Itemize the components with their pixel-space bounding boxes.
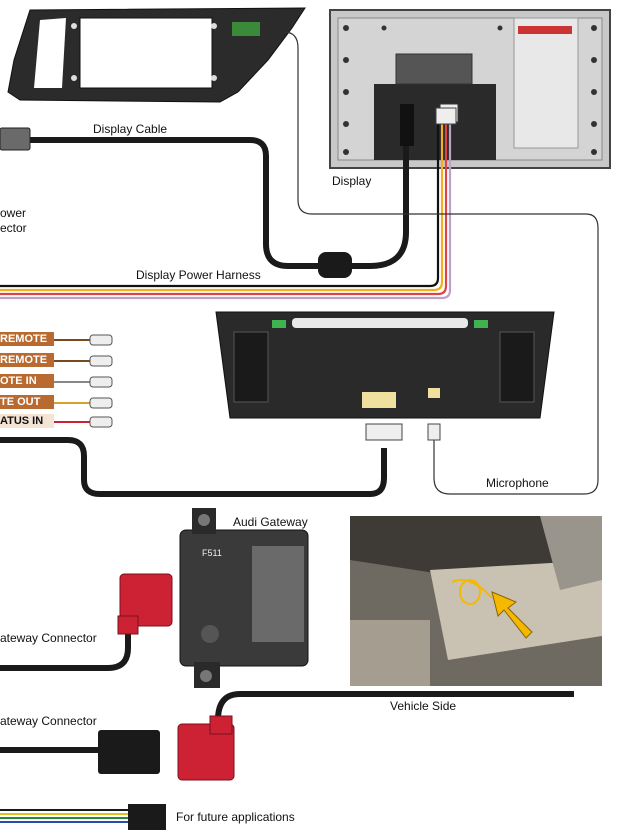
wire-label-remote-1: REMOTE xyxy=(0,332,54,346)
microphone-wire xyxy=(283,31,599,495)
display-label: Display xyxy=(332,174,372,188)
future-applications-wires xyxy=(0,804,166,830)
gateway-connector-label-2: ateway Connector xyxy=(0,714,97,728)
arrow-icon xyxy=(491,591,533,639)
display-power-harness-label: Display Power Harness xyxy=(136,268,261,282)
vehicle-side-cable xyxy=(0,691,574,753)
dashboard-bezel xyxy=(7,7,306,103)
display-cable-label: Display Cable xyxy=(93,122,168,136)
head-unit xyxy=(215,311,555,419)
display-cable xyxy=(12,137,409,269)
wire-label-remote-in: OTE IN xyxy=(0,374,54,388)
audi-gateway-module xyxy=(179,508,309,688)
display-unit xyxy=(329,9,611,169)
ferrite-core xyxy=(318,252,352,278)
display-cable-connector xyxy=(0,127,31,151)
power-connector-label-1: ower xyxy=(0,206,27,220)
head-unit-harness-cable xyxy=(0,437,387,497)
wire-label-remote-2: REMOTE xyxy=(0,353,54,367)
microphone-connector xyxy=(427,423,441,441)
microphone-label: Microphone xyxy=(486,476,549,490)
vehicle-photo xyxy=(350,516,602,686)
power-connector-label-2: ector xyxy=(0,221,27,235)
gateway-connector-2 xyxy=(98,715,235,781)
vehicle-side-label: Vehicle Side xyxy=(390,699,457,713)
power-harness-connector xyxy=(435,107,457,125)
head-unit-harness-connector xyxy=(365,423,403,441)
audi-gateway-label: Audi Gateway xyxy=(233,515,308,529)
wire-label-remote-out: TE OUT xyxy=(0,395,54,409)
gateway-connector-cable-1 xyxy=(0,626,131,671)
gateway-module-text: F511 xyxy=(202,548,222,558)
gateway-connector-1 xyxy=(117,573,173,635)
future-applications-label: For future applications xyxy=(176,810,295,824)
display-power-harness xyxy=(0,122,452,300)
wire-label-status-in: ATUS IN xyxy=(0,414,54,428)
remote-wires xyxy=(54,334,113,428)
gateway-connector-label-1: ateway Connector xyxy=(0,631,97,645)
